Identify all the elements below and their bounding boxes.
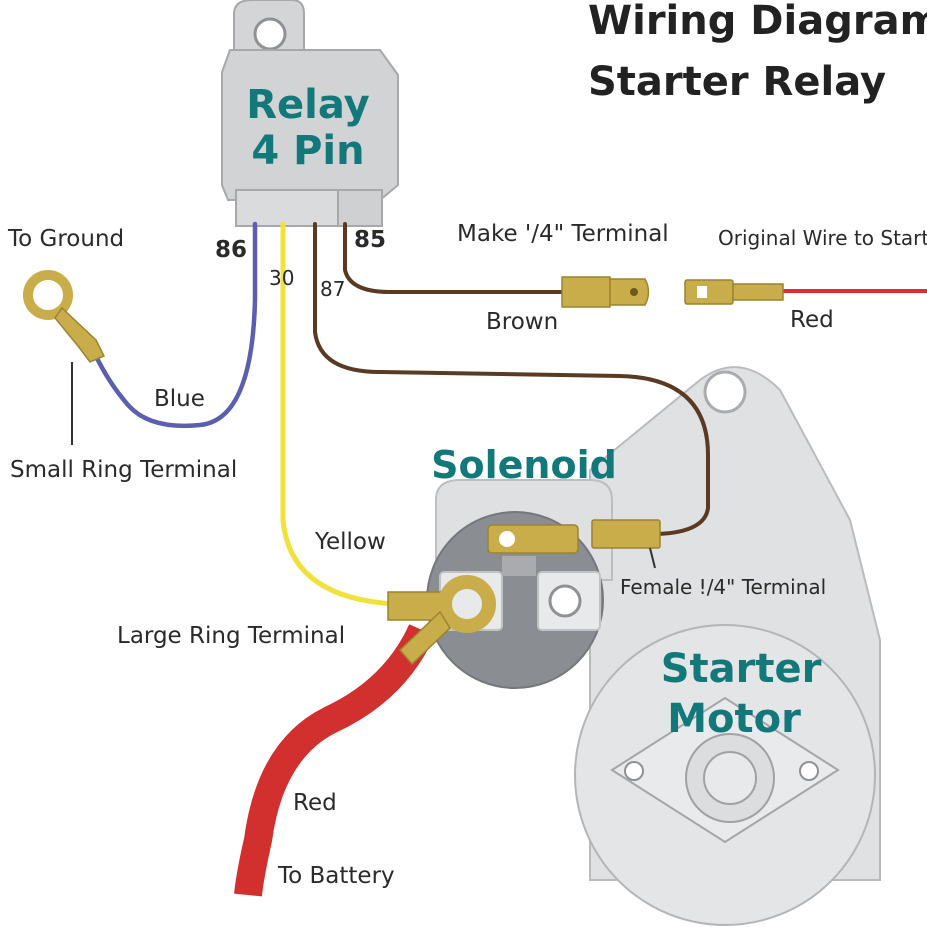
female-terminal-top bbox=[684, 279, 784, 305]
terminals bbox=[23, 270, 784, 666]
starter-motor bbox=[574, 366, 881, 926]
red-battery-cable bbox=[234, 623, 435, 897]
solenoid-label: Solenoid bbox=[431, 443, 617, 487]
small-ring-terminal-label: Small Ring Terminal bbox=[10, 457, 237, 483]
title-line2: Starter Relay bbox=[588, 59, 886, 105]
to-battery-label: To Battery bbox=[277, 863, 395, 889]
pin-87-label: 87 bbox=[320, 277, 345, 301]
original-wire-label: Original Wire to Starter bbox=[718, 226, 927, 250]
blue-wire bbox=[91, 221, 258, 428]
relay bbox=[221, 0, 399, 227]
large-ring-terminal bbox=[387, 575, 496, 666]
make-terminal bbox=[561, 276, 650, 308]
pointer-lines bbox=[71, 362, 656, 569]
make-terminal-label: Make '/4" Terminal bbox=[457, 221, 669, 247]
female-terminal-label: Female !/4" Terminal bbox=[620, 575, 826, 599]
wires bbox=[91, 221, 927, 897]
solenoid-stud-icon bbox=[548, 584, 582, 618]
relay-label-line1: Relay bbox=[246, 82, 369, 128]
yellow-wire bbox=[280, 221, 398, 607]
brown-wire-85 bbox=[343, 222, 567, 294]
solenoid-spade-terminal bbox=[487, 519, 661, 554]
title-line1: Wiring Diagram bbox=[588, 0, 927, 44]
red-top-label: Red bbox=[790, 307, 834, 333]
small-ring-terminal bbox=[23, 270, 106, 363]
pin-85-label: 85 bbox=[354, 227, 386, 253]
brown-label: Brown bbox=[486, 309, 558, 335]
starter-motor-label-line2: Motor bbox=[667, 696, 801, 742]
mount-hole-icon bbox=[703, 370, 747, 414]
relay-label-line2: 4 Pin bbox=[251, 128, 364, 174]
labels: Wiring Diagram Starter Relay Relay 4 Pin… bbox=[7, 0, 927, 889]
yellow-label: Yellow bbox=[314, 529, 386, 555]
starter-motor-label-line1: Starter bbox=[661, 646, 822, 692]
red-battery-label: Red bbox=[293, 790, 337, 816]
large-ring-terminal-label: Large Ring Terminal bbox=[117, 623, 345, 649]
pin-86-label: 86 bbox=[215, 237, 247, 263]
brown-wire-87 bbox=[313, 222, 710, 536]
blue-label: Blue bbox=[154, 386, 205, 412]
to-ground-label: To Ground bbox=[7, 226, 124, 252]
pin-30-label: 30 bbox=[269, 266, 294, 290]
